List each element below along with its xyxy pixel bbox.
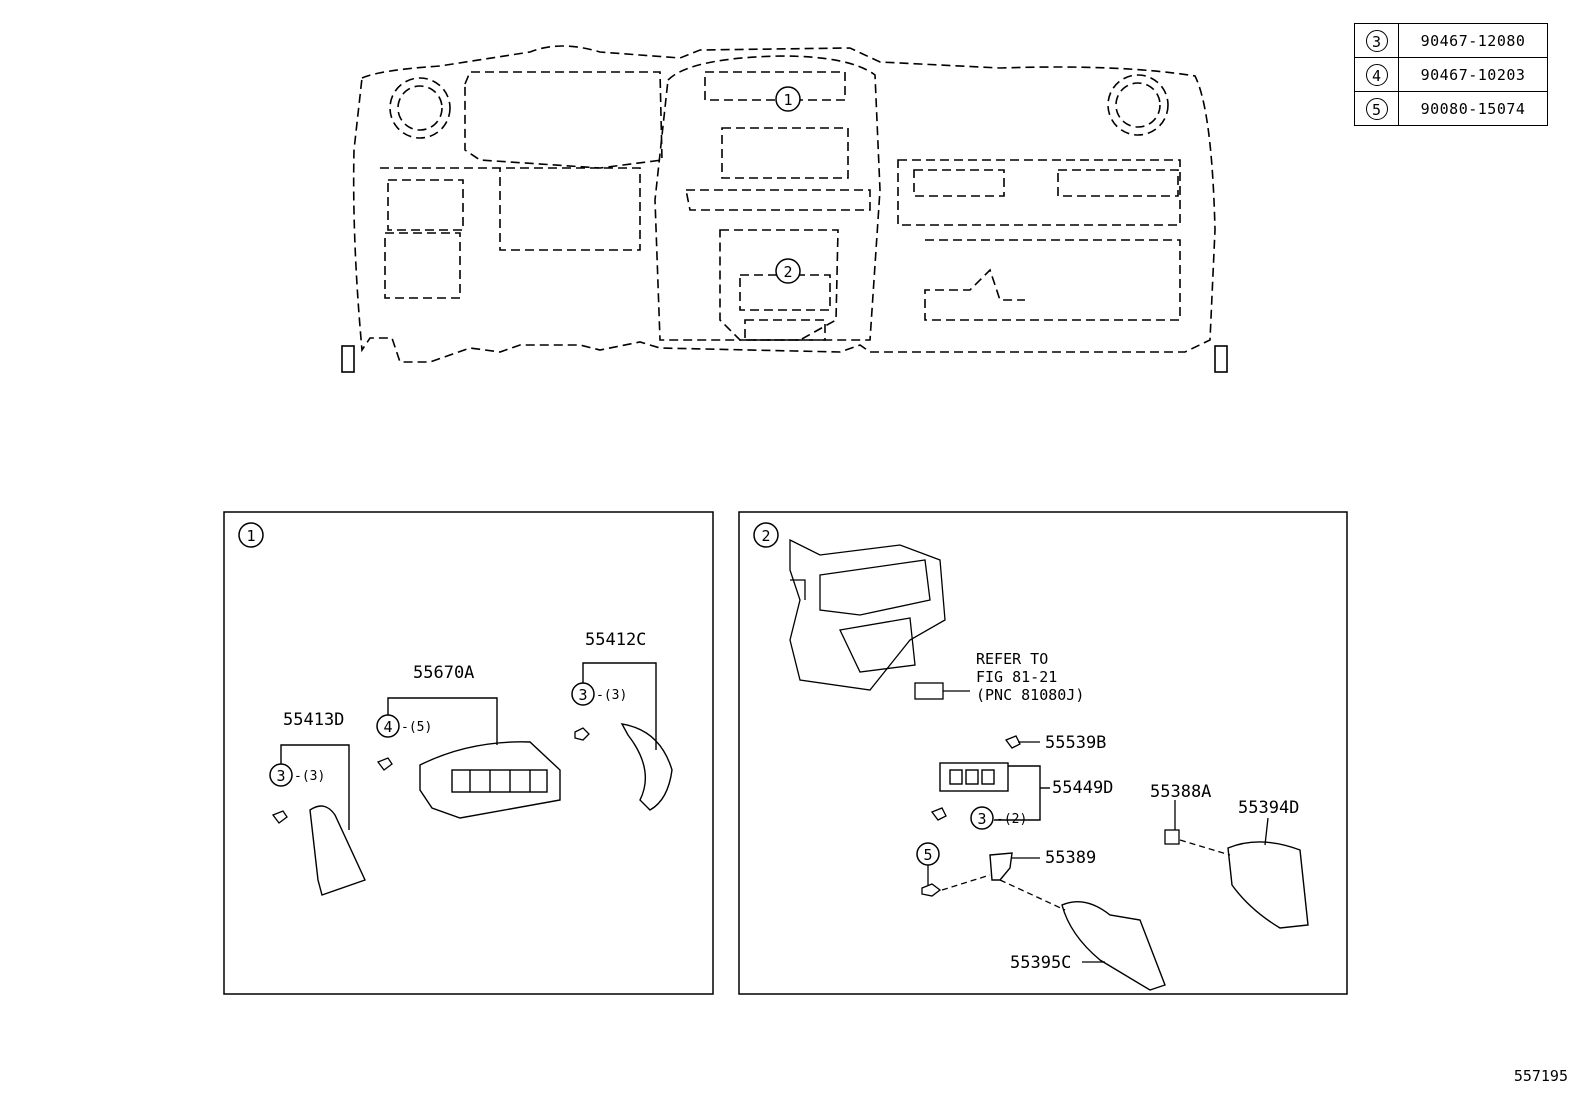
detail-panel-2 <box>738 511 1348 995</box>
legend-row: 5 90080-15074 <box>1354 91 1548 126</box>
part-55670A-shape <box>419 741 561 819</box>
panel-1-ref: 1 <box>238 522 264 548</box>
part-label-55388A[interactable]: 55388A <box>1150 782 1211 802</box>
ref-number: 5 <box>1365 97 1388 120</box>
dashboard-overview <box>352 45 1216 363</box>
clip-icon <box>271 810 288 824</box>
svg-text:REFER TO: REFER TO <box>976 650 1048 668</box>
clip-icon <box>1164 829 1180 845</box>
part-label-55395C[interactable]: 55395C <box>1010 953 1071 973</box>
clip-icon <box>376 757 393 771</box>
svg-text:1: 1 <box>246 527 255 545</box>
clip-icon <box>574 727 590 741</box>
svg-text:(PNC 81080J): (PNC 81080J) <box>976 686 1084 704</box>
part-number[interactable]: 90467-10203 <box>1398 57 1548 92</box>
ref-number: 3 <box>1365 29 1388 52</box>
part-55449D-shape <box>939 762 1009 792</box>
svg-text:-(3): -(3) <box>294 769 325 784</box>
mount-brackets <box>341 345 1228 373</box>
part-label-55539B[interactable]: 55539B <box>1045 733 1106 753</box>
clip-ref-55449D: 3 -(2) <box>970 806 1027 830</box>
part-number[interactable]: 90080-15074 <box>1398 91 1548 126</box>
part-label-55413D[interactable]: 55413D <box>283 710 344 730</box>
leader-55670A <box>387 697 498 745</box>
leader-55412C <box>582 662 657 750</box>
clip-ref-55413D: 3 -(3) <box>269 763 325 787</box>
svg-text:-(5): -(5) <box>401 720 432 735</box>
screw-ref: 5 <box>916 842 940 866</box>
svg-text:5: 5 <box>923 846 932 864</box>
leader-55413D <box>280 744 350 830</box>
svg-text:3: 3 <box>977 810 986 828</box>
svg-text:4: 4 <box>383 718 392 736</box>
part-legend-table: 3 90467-12080 4 90467-10203 5 90080-1507… <box>1354 23 1548 126</box>
svg-text:-(2): -(2) <box>996 812 1027 827</box>
svg-text:2: 2 <box>761 527 770 545</box>
part-55413D-shape <box>309 805 366 896</box>
part-label-55449D[interactable]: 55449D <box>1052 778 1113 798</box>
callout-2[interactable]: 2 <box>775 258 801 284</box>
svg-text:FIG 81-21: FIG 81-21 <box>976 668 1057 686</box>
part-55389-shape <box>989 852 1013 881</box>
switch-icon <box>914 682 944 700</box>
svg-text:2: 2 <box>783 263 792 281</box>
part-label-55670A[interactable]: 55670A <box>413 663 474 683</box>
screw-icon <box>921 883 942 897</box>
svg-text:-(3): -(3) <box>596 688 627 703</box>
detail-panel-1 <box>223 511 714 995</box>
panel-2-ref: 2 <box>753 522 779 548</box>
svg-text:1: 1 <box>783 91 792 109</box>
part-label-55394D[interactable]: 55394D <box>1238 798 1299 818</box>
part-55394D-shape <box>1227 841 1309 929</box>
part-label-55412C[interactable]: 55412C <box>585 630 646 650</box>
console-sketch <box>789 538 946 691</box>
clip-ref-55412C: 3 -(3) <box>571 682 627 706</box>
clip-ref-55670A: 4 -(5) <box>376 714 432 738</box>
figure-id: 557195 <box>1513 1067 1568 1085</box>
clip-icon <box>1004 735 1021 749</box>
callout-1[interactable]: 1 <box>775 86 801 112</box>
refer-note: REFER TO FIG 81-21 (PNC 81080J) <box>976 650 1084 704</box>
legend-row: 4 90467-10203 <box>1354 57 1548 92</box>
legend-row: 3 90467-12080 <box>1354 23 1548 58</box>
part-55395C-shape <box>1061 901 1166 991</box>
svg-text:3: 3 <box>276 767 285 785</box>
clip-icon <box>930 807 947 821</box>
part-number[interactable]: 90467-12080 <box>1398 23 1548 58</box>
svg-text:3: 3 <box>578 686 587 704</box>
part-55412C-shape <box>620 723 673 811</box>
ref-number: 4 <box>1365 63 1388 86</box>
part-label-55389[interactable]: 55389 <box>1045 848 1096 868</box>
